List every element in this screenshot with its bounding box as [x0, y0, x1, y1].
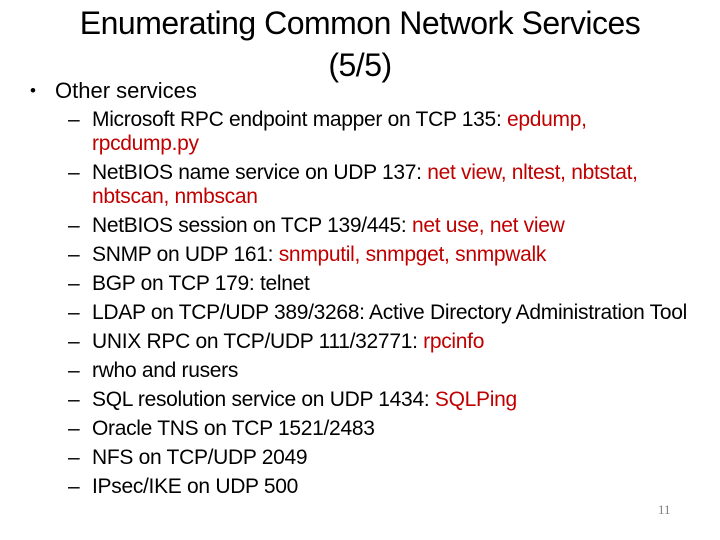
text-segment: SNMP on UDP 161: [92, 243, 279, 266]
top-bullet-line: • Other services [30, 78, 197, 104]
dash-bullet-icon: – [68, 272, 80, 295]
dash-bullet-icon: – [68, 359, 80, 382]
dash-bullet-icon: – [68, 446, 80, 469]
dash-bullet-icon: – [68, 417, 80, 440]
text-segment: NFS on TCP/UDP 2049 [92, 446, 308, 469]
text-segment: net view, nltest, nbtstat, nbtscan, nmbs… [92, 161, 638, 208]
dash-bullet-icon: – [68, 214, 80, 237]
list-item: –LDAP on TCP/UDP 389/3268: Active Direct… [68, 301, 692, 325]
slide-title-line-2: (5/5) [328, 47, 392, 83]
list-item: –Oracle TNS on TCP 1521/2483 [68, 417, 692, 441]
text-segment: LDAP on TCP/UDP 389/3268: Active Directo… [92, 301, 687, 324]
text-segment: net use, net view [411, 214, 565, 237]
list-item: –rwho and rusers [68, 359, 692, 383]
bullet-dot-icon: • [30, 81, 36, 100]
bullet-label: Other services [55, 78, 197, 103]
list-item: –NetBIOS name service on UDP 137: net vi… [68, 161, 692, 209]
list-item: –Microsoft RPC endpoint mapper on TCP 13… [68, 108, 692, 156]
text-segment: snmputil, snmpget, snmpwalk [278, 243, 547, 266]
list-item: –BGP on TCP 179: telnet [68, 272, 692, 296]
text-segment: NetBIOS session on TCP 139/445: [92, 214, 412, 237]
text-segment: rpcinfo [423, 330, 485, 353]
list-item: –SQL resolution service on UDP 1434: SQL… [68, 388, 692, 412]
list-item: –IPsec/IKE on UDP 500 [68, 475, 692, 499]
list-item: –NetBIOS session on TCP 139/445: net use… [68, 214, 692, 238]
dash-bullet-icon: – [68, 301, 80, 324]
dash-bullet-icon: – [68, 330, 80, 353]
text-segment: rwho and rusers [92, 359, 239, 382]
text-segment: epdump, rpcdump.py [92, 108, 587, 155]
text-segment: Microsoft RPC endpoint mapper on TCP 135… [92, 108, 508, 131]
dash-bullet-icon: – [68, 108, 80, 131]
text-segment: SQL resolution service on UDP 1434: [92, 388, 435, 411]
dash-bullet-icon: – [68, 243, 80, 266]
text-segment: NetBIOS name service on UDP 137: [92, 161, 428, 184]
text-segment: UNIX RPC on TCP/UDP 111/32771: [92, 330, 424, 353]
text-segment: IPsec/IKE on UDP 500 [92, 475, 299, 498]
text-segment: BGP on TCP 179: telnet [92, 272, 310, 295]
slide-title: Enumerating Common Network Services (5/5… [0, 2, 720, 86]
text-segment: Oracle TNS on TCP 1521/2483 [92, 417, 375, 440]
bullet-sublist: –Microsoft RPC endpoint mapper on TCP 13… [68, 108, 692, 504]
list-item: –SNMP on UDP 161: snmputil, snmpget, snm… [68, 243, 692, 267]
text-segment: SQLPing [434, 388, 517, 411]
list-item: –NFS on TCP/UDP 2049 [68, 446, 692, 470]
dash-bullet-icon: – [68, 388, 80, 411]
list-item: –UNIX RPC on TCP/UDP 111/32771: rpcinfo [68, 330, 692, 354]
dash-bullet-icon: – [68, 161, 80, 184]
page-number: 11 [658, 502, 671, 517]
dash-bullet-icon: – [68, 475, 80, 498]
slide-title-line-1: Enumerating Common Network Services [79, 5, 641, 41]
